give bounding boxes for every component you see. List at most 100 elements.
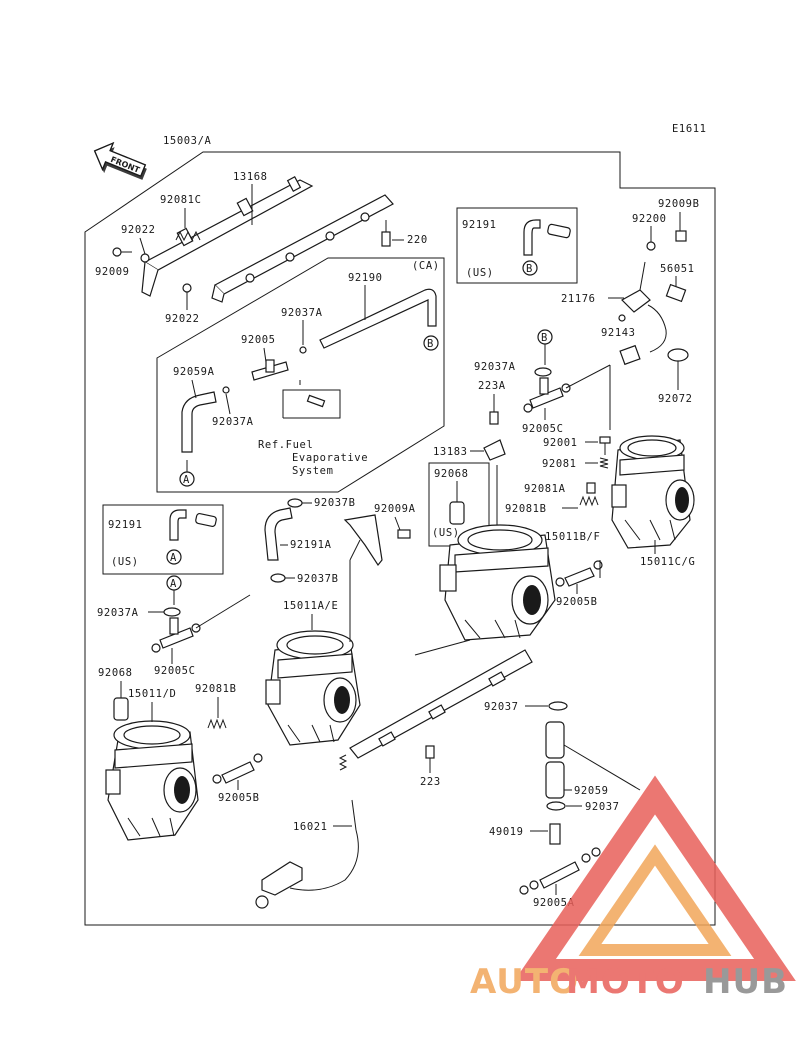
label-92081c: 92081C <box>160 194 202 206</box>
spring-92081c-icon <box>175 230 201 242</box>
diagram-code: E1611 <box>672 123 707 135</box>
callout-b-us: B <box>526 263 533 275</box>
us-box-top <box>456 207 578 284</box>
label-92005: 92005 <box>241 334 276 346</box>
callout-a-us: A <box>170 552 177 564</box>
tee-fitting-92005c-1-icon <box>523 377 571 413</box>
label-13168: 13168 <box>233 171 268 183</box>
us-box-left <box>102 504 224 575</box>
label-49019: 49019 <box>489 826 524 838</box>
plug-92068-us-icon <box>449 501 465 525</box>
label-15011d: 15011/D <box>128 688 176 700</box>
automotohub-watermark: AUTO MOTO HUB <box>470 775 796 1002</box>
label-92037a-1: 92037A <box>281 307 323 319</box>
label-92037a-2: 92037A <box>212 416 254 428</box>
carburetor-15011-d <box>105 720 199 841</box>
label-us-mid: (US) <box>432 527 460 539</box>
label-92037b-2: 92037B <box>297 573 339 585</box>
label-us-left: (US) <box>111 556 139 568</box>
spring-92081b-1-icon <box>579 495 599 507</box>
label-92005b-1: 92005B <box>556 596 598 608</box>
tee-fitting-92005-icon <box>251 359 289 381</box>
clamp-92072-icon <box>667 348 689 362</box>
note-ref-line2: Evaporative <box>292 452 368 464</box>
watermark-hub: HUB <box>703 962 788 1002</box>
screw-92001-icon <box>599 436 611 455</box>
label-92005a: 92005A <box>533 897 575 909</box>
plug-92068-icon <box>113 697 129 721</box>
screw-223-icon <box>425 745 435 759</box>
label-13183: 13183 <box>433 446 468 458</box>
label-92143: 92143 <box>601 327 636 339</box>
hose-92191-us2-icon <box>169 509 217 541</box>
hose-92191-us1-icon <box>523 219 571 256</box>
throttle-cable-16021-icon <box>255 754 359 909</box>
label-92081b-2: 92081B <box>195 683 237 695</box>
label-92001: 92001 <box>543 437 578 449</box>
washer-92022b-icon <box>182 283 192 293</box>
label-56051: 56051 <box>660 263 695 275</box>
carburetor-15011b-f <box>439 524 556 641</box>
tee-fitting-92005c-2-icon <box>151 617 201 653</box>
hose-92190-icon <box>319 288 437 349</box>
hose-92191a-icon <box>264 507 293 561</box>
washer-92200-icon <box>646 241 656 251</box>
label-15011ae: 15011A/E <box>283 600 338 612</box>
label-220: 220 <box>407 234 428 246</box>
spring-92081b-2-icon <box>207 718 227 730</box>
callout-b-ca: B <box>427 338 434 350</box>
main-frame <box>84 151 716 926</box>
callout-b-tee: B <box>541 332 548 344</box>
label-92037a-3: 92037A <box>474 361 516 373</box>
front-arrow-icon: FRONT <box>93 141 147 180</box>
label-92081: 92081 <box>542 458 577 470</box>
hose-92059a-icon <box>181 391 217 453</box>
washer-92022-icon <box>140 253 150 263</box>
label-92037: 92037 <box>484 701 519 713</box>
bracket-92009a-icon <box>343 514 411 567</box>
callout-a-tee: A <box>170 578 177 590</box>
pilot-screw-92005b-2-icon <box>212 753 263 784</box>
fuel-rail-front <box>141 176 314 297</box>
label-92191a: 92191A <box>290 539 332 551</box>
label-92191-us2: 92191 <box>108 519 143 531</box>
watermark-moto: MOTO <box>566 962 685 1002</box>
label-92009a: 92009A <box>374 503 416 515</box>
label-92200: 92200 <box>632 213 667 225</box>
label-92009: 92009 <box>95 266 130 278</box>
bolt-92009b-icon <box>675 230 687 242</box>
label-223: 223 <box>420 776 441 788</box>
label-15003a: 15003/A <box>163 135 212 147</box>
pilot-screw-92005b-1-icon <box>555 560 603 587</box>
note-ref-line1: Ref.Fuel <box>258 439 313 451</box>
label-92072: 92072 <box>658 393 693 405</box>
label-16021: 16021 <box>293 821 328 833</box>
label-92037-2: 92037 <box>585 801 620 813</box>
bolt-220-icon <box>381 220 391 247</box>
gasket-56051-icon <box>665 283 687 303</box>
label-92059: 92059 <box>574 785 609 797</box>
label-92005c-2: 92005C <box>154 665 196 677</box>
screw-223a-icon <box>489 411 499 425</box>
label-15011bf: 15011B/F <box>545 531 600 543</box>
bolt-92009-icon <box>112 247 132 257</box>
hose-92059-icon <box>545 721 565 799</box>
tee-fitting-49019-icon <box>519 823 601 895</box>
watermark-auto: AUTO <box>470 962 579 1002</box>
label-92009b: 92009B <box>658 198 700 210</box>
label-92068-us: 92068 <box>434 468 469 480</box>
label-92191-us1: 92191 <box>462 219 497 231</box>
label-92005b-2: 92005B <box>218 792 260 804</box>
label-us-top: (US) <box>466 267 494 279</box>
spring-92081-icon <box>599 457 609 469</box>
label-92022-b: 92022 <box>165 313 200 325</box>
label-92059a: 92059A <box>173 366 215 378</box>
ca-box <box>156 257 445 493</box>
holder-13183-icon <box>483 439 506 461</box>
note-ref-line3: System <box>292 465 334 477</box>
label-ca: (CA) <box>412 260 440 272</box>
label-92081b-1: 92081B <box>505 503 547 515</box>
link-plate <box>349 649 533 759</box>
label-92068: 92068 <box>98 667 133 679</box>
